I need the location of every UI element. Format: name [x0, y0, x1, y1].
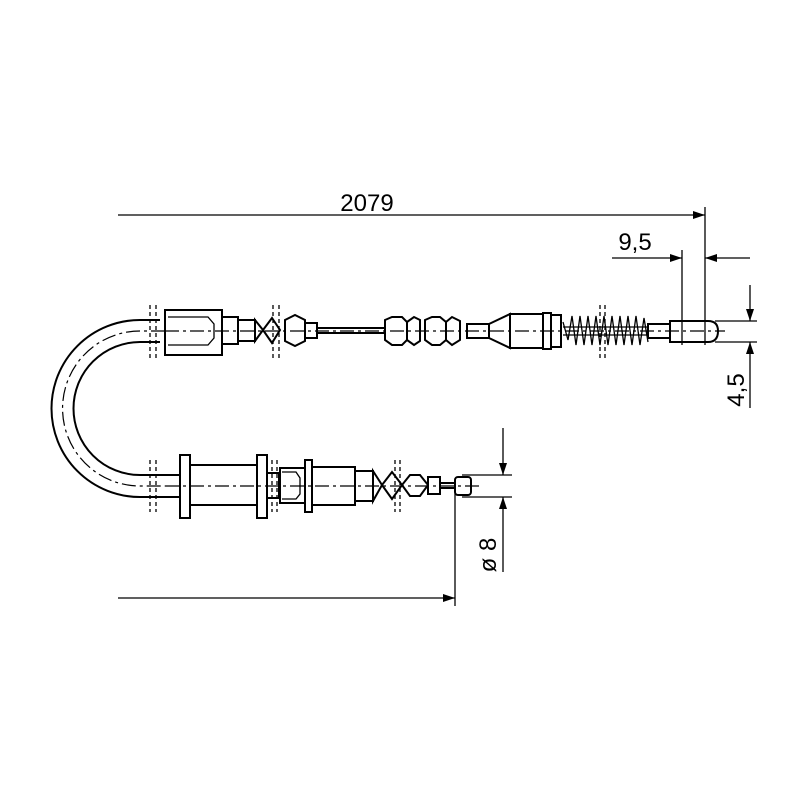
upper-cable-assembly — [164, 305, 725, 358]
bracket-sleeve — [189, 464, 258, 506]
dimension-nipple-diameter: ø 8 — [462, 428, 512, 572]
dimension-label-fitting-diameter: 4,5 — [723, 373, 750, 406]
dimension-end-fitting-length: 9,5 — [612, 229, 750, 345]
dimension-label-fitting-length: 9,5 — [618, 229, 651, 256]
cable-sheath-bend — [50, 305, 165, 512]
dimension-label-length: 2079 — [340, 190, 393, 217]
dimension-end-fitting-diameter: 4,5 — [715, 285, 757, 408]
lower-cable-assembly — [160, 454, 480, 519]
dimension-label-nipple-diameter: ø 8 — [475, 538, 502, 573]
dimension-overall-length: 2079 — [118, 190, 706, 606]
